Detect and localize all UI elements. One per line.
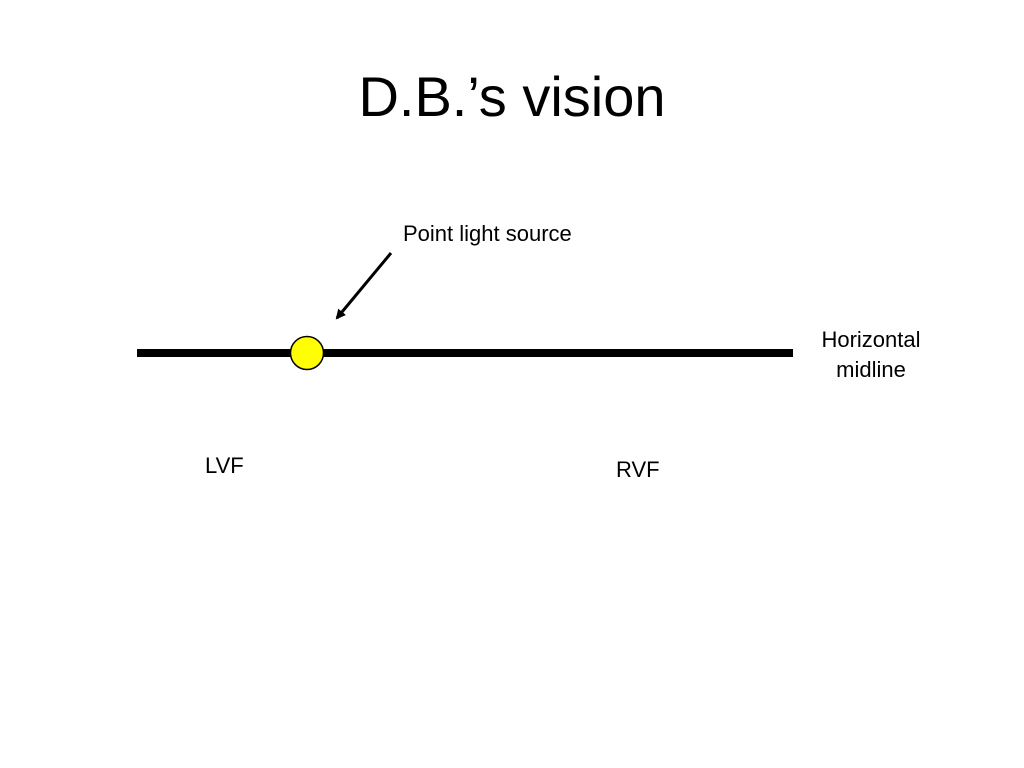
horizontal-midline-label: Horizontal midline (821, 327, 921, 382)
pointer-arrow (335, 252, 393, 320)
lvf-label: LVF (205, 453, 244, 478)
slide-title: D.B.’s vision (358, 65, 666, 128)
rvf-label: RVF (616, 457, 660, 482)
point-light-source-label: Point light source (403, 221, 572, 246)
point-light-source (289, 335, 325, 371)
